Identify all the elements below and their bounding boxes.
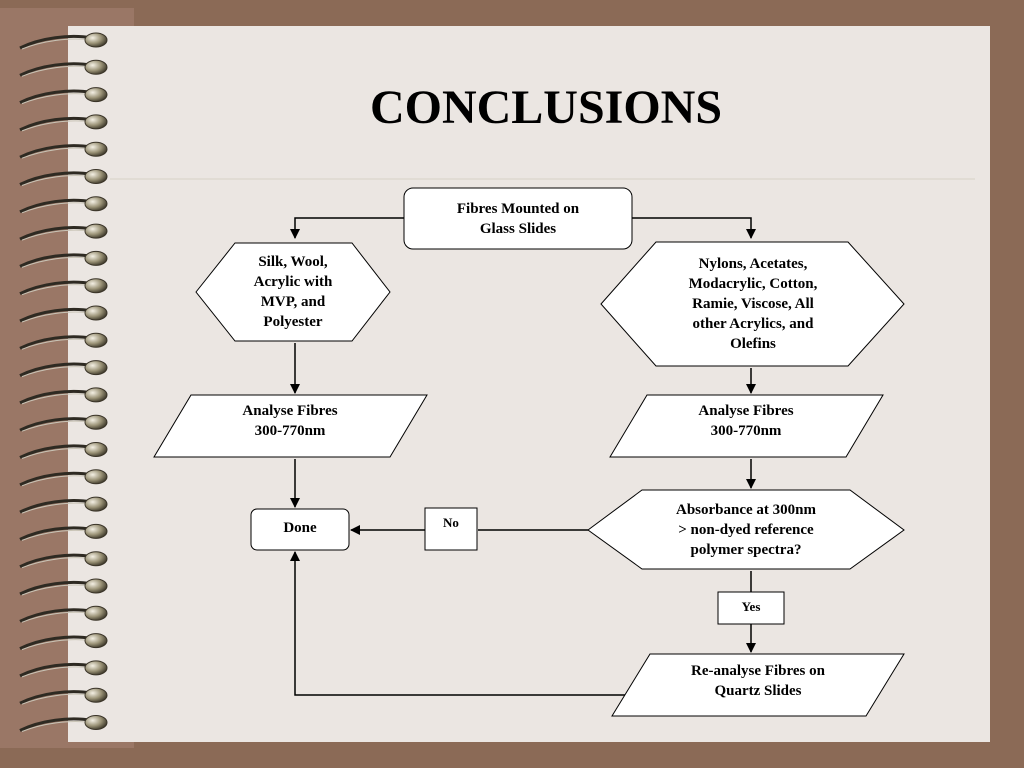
no-label: No <box>443 515 459 530</box>
connector-reanalyse-done <box>290 551 632 696</box>
no-box <box>424 507 478 551</box>
spiral-ring-icon <box>19 414 108 432</box>
left-analyse-parallelogram <box>153 394 428 458</box>
connector-start-left <box>290 217 404 239</box>
spiral-binding-icon <box>19 32 108 732</box>
spiral-ring-icon <box>19 196 108 214</box>
spiral-ring-icon <box>19 578 108 596</box>
right-analyse-parallelogram <box>609 394 884 458</box>
start-label: Fibres Mounted on Glass Slides <box>456 200 580 237</box>
right-fibres-label: Nylons, Acetates, Modacrylic, Cotton, Ra… <box>688 256 818 352</box>
paper-sheet <box>68 26 990 742</box>
spiral-ring-icon <box>19 114 108 132</box>
yes-box <box>717 591 785 625</box>
spiral-ring-icon <box>19 223 108 241</box>
yes-label: Yes <box>741 598 761 614</box>
spiral-ring-icon <box>19 87 108 105</box>
done-label: Done <box>283 520 317 536</box>
reanalyse-label: Re-analyse Fibres on Quartz Slides <box>691 663 825 699</box>
spiral-ring-icon <box>19 332 108 350</box>
spiral-ring-icon <box>19 32 108 50</box>
spiral-ring-icon <box>19 442 108 459</box>
left-fibres-hexagon <box>195 242 391 342</box>
flow-connectors <box>290 217 756 696</box>
spiral-ring-icon <box>19 715 108 732</box>
left-fibres-label: Silk, Wool, Acrylic with MVP, and Polyes… <box>253 254 333 330</box>
spiral-ring-icon <box>19 687 108 705</box>
done-box <box>250 508 350 551</box>
spiral-ring-icon <box>19 551 108 569</box>
spiral-ring-icon <box>19 496 108 514</box>
decision-label: Absorbance at 300nm > non-dyed reference… <box>675 501 816 558</box>
spiral-ring-icon <box>19 169 108 186</box>
page-title: CONCLUSIONS <box>369 81 723 134</box>
spiral-ring-icon <box>19 387 108 405</box>
spiral-ring-icon <box>19 660 108 678</box>
flow-shapes <box>153 187 905 717</box>
spiral-ring-icon <box>19 523 108 541</box>
right-analyse-label: Analyse Fibres 300-770nm <box>698 403 794 439</box>
start-box <box>403 187 633 250</box>
left-analyse-label: Analyse Fibres 300-770nm <box>242 403 338 439</box>
spiral-ring-icon <box>19 633 108 651</box>
spiral-ring-icon <box>19 59 108 77</box>
decision-hexagon <box>587 489 905 570</box>
spiral-ring-icon <box>19 278 108 296</box>
spiral-ring-icon <box>19 250 108 268</box>
spiral-ring-icon <box>19 360 108 378</box>
spiral-ring-icon <box>19 469 108 487</box>
spiral-ring-icon <box>19 305 108 323</box>
right-fibres-hexagon <box>600 241 905 367</box>
spiral-ring-icon <box>19 141 108 159</box>
spiral-ring-icon <box>19 605 108 623</box>
connector-start-right <box>632 217 756 239</box>
reanalyse-parallelogram <box>611 653 905 717</box>
